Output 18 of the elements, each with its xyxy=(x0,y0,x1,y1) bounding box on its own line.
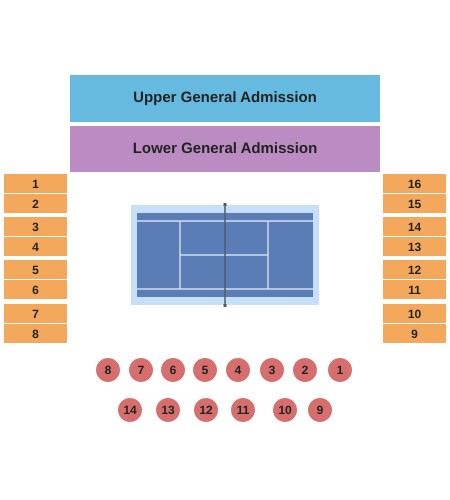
seating-section: 11 xyxy=(383,280,446,299)
seating-section: 7 xyxy=(4,304,67,323)
seating-section: 2 xyxy=(4,194,67,213)
seating-section: 10 xyxy=(383,304,446,323)
seating-section: 3 xyxy=(4,217,67,236)
seating-section: 15 xyxy=(383,194,446,213)
seating-section: Lower General Admission xyxy=(70,126,380,172)
seating-section: 13 xyxy=(383,237,446,256)
seating-section: 4 xyxy=(4,237,67,256)
seating-section: 16 xyxy=(383,174,446,193)
seating-section: 14 xyxy=(383,217,446,236)
seating-section: Upper General Admission xyxy=(70,75,380,122)
seating-section: 12 xyxy=(383,260,446,279)
seating-section: 5 xyxy=(4,260,67,279)
seating-section: 1 xyxy=(4,174,67,193)
seating-section: 8 xyxy=(4,324,67,343)
seating-section: 6 xyxy=(4,280,67,299)
seating-section: 9 xyxy=(383,324,446,343)
